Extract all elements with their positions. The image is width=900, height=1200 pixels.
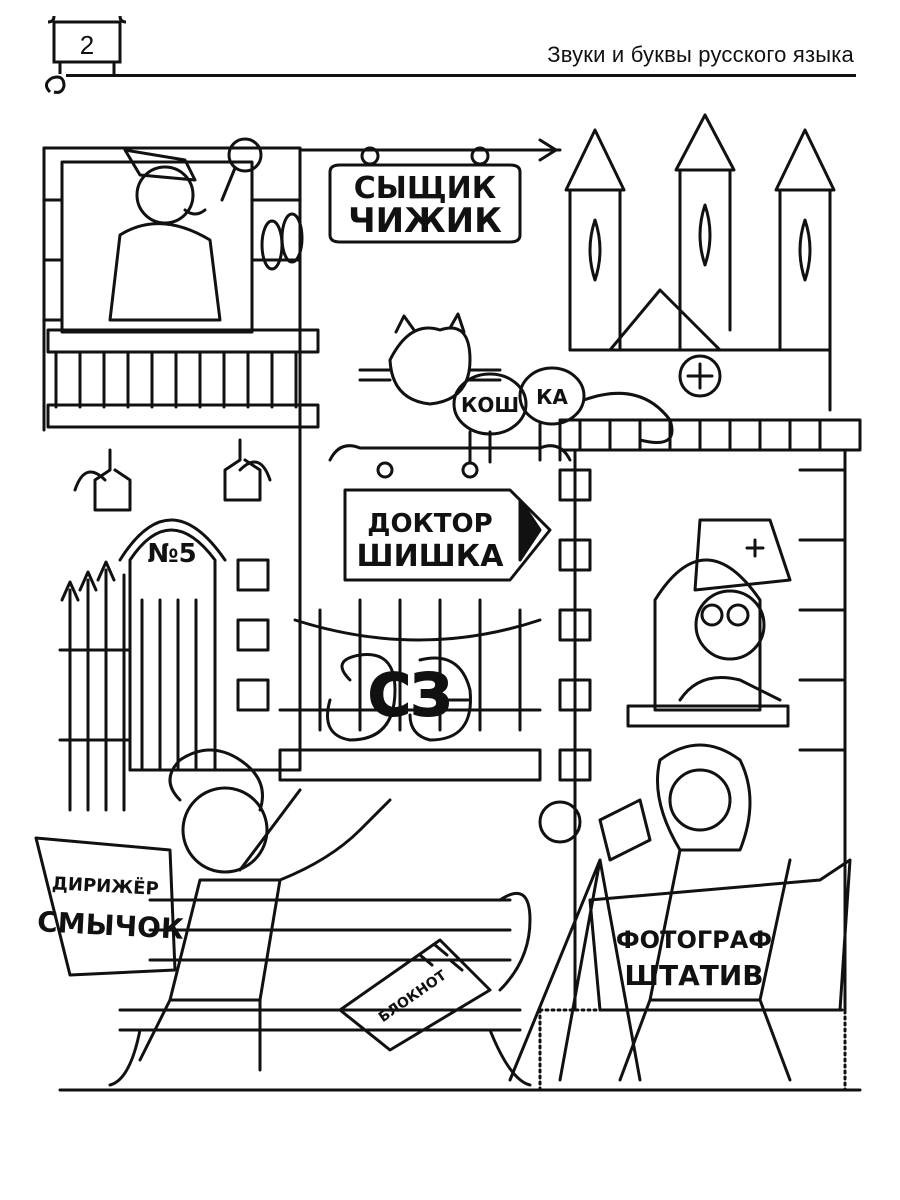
tripod-icon [508,858,642,1082]
fences [58,560,542,812]
photographer-figure [508,743,792,1082]
cat-label-part2: КА [536,385,568,409]
conductor-figure [138,748,392,1072]
gate-letters-art [326,652,472,742]
detective-sign-line1: СЫЩИК [354,171,497,206]
notebook [338,938,492,1052]
baton-icon [238,788,302,872]
right-building [558,113,862,1012]
detective-figure [108,137,304,322]
page-header: 2 Звуки и буквы русского языка [0,0,900,110]
page-number: 2 [79,29,95,60]
doctor-sign [328,444,572,582]
doctor-sign-line2: ШИШКА [357,539,505,574]
sidewalk [538,1008,847,1092]
cat-label-part1: КОШ [461,393,519,417]
house-number-plate: №5 [147,539,196,569]
doctor-figure [678,518,792,702]
page-title: Звуки и буквы русского языка [547,42,854,67]
left-building [42,146,320,772]
detective-sign-line2: ЧИЖИК [348,201,502,241]
photographer-sign-line2: ШТАТИВ [624,959,763,992]
page-number-frame [45,15,127,94]
gate-letters: СЗ [368,661,452,729]
arrow-icon [538,138,558,162]
street-lanterns [73,438,272,512]
medical-cross-icon [745,538,765,558]
detective-sign [298,138,562,244]
conductor-sheet-line2: СМЫЧОК [36,905,184,946]
bench [108,891,532,1087]
swirl-ornament-icon [45,75,66,94]
cat-figure [358,312,674,464]
doctor-sign-line1: ДОКТОР [367,509,492,539]
conductor-sheet-line1: ДИРИЖЁР [51,872,159,900]
medical-cross-icon [686,362,714,390]
magnifier-icon [227,137,263,173]
header-rule [66,74,856,77]
conductor-sheet [34,836,177,977]
camera-icon [598,798,652,862]
photographer-sign-line1: ФОТОГРАФ [616,926,772,954]
photographer-sign [588,858,852,1012]
